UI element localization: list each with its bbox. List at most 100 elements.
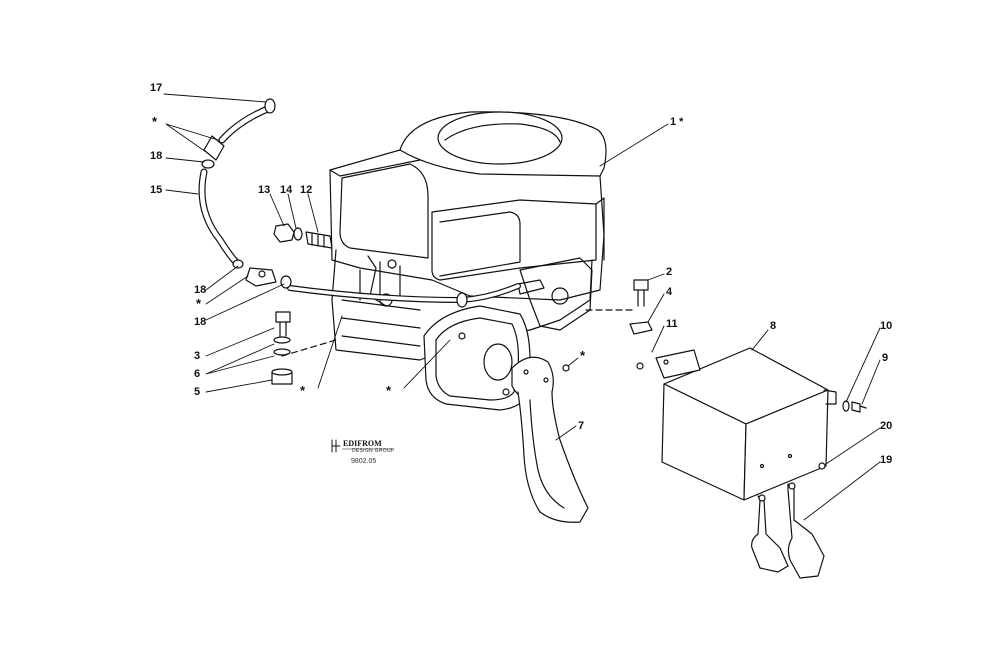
clip-left-eye	[758, 494, 766, 502]
screw-star	[562, 364, 570, 372]
cylinder-fins	[341, 299, 421, 347]
screw-11	[636, 362, 644, 370]
callout-14: 14	[280, 184, 293, 196]
shroud-top-edge	[329, 159, 421, 177]
callout-star-bottom-left: *	[300, 383, 306, 398]
fuel-pump-fitting	[517, 279, 545, 295]
leader-lines	[163, 93, 881, 521]
callout-3: 3	[194, 350, 201, 362]
engine	[287, 111, 607, 411]
callout-7: 7	[578, 420, 585, 432]
linkage-pivot	[387, 259, 397, 269]
callout-6: 6	[194, 368, 201, 380]
callout-18-mid: 18	[194, 284, 207, 296]
adapter-12	[305, 231, 333, 249]
shroud-front-panel	[339, 163, 429, 259]
throttle-linkage	[367, 255, 387, 307]
cover-bracket-hole	[663, 359, 669, 365]
hose-clamp-17	[264, 98, 276, 114]
callout-15: 15	[150, 184, 163, 196]
washer-6a	[273, 336, 291, 344]
callout-9: 9	[882, 352, 889, 364]
muffler-bolt-2	[502, 388, 510, 396]
engine-shroud	[329, 149, 605, 301]
muffler-inner	[435, 317, 519, 401]
shroud-side-block	[431, 199, 597, 281]
fuel-valve-knob	[258, 270, 266, 278]
nut-13	[273, 223, 295, 243]
hose-clamp-18-low	[280, 275, 292, 289]
fuel-hose-engine-fill	[288, 284, 520, 302]
muffler-bolt-1	[458, 332, 466, 340]
logo-tagline: DESIGN GROUP	[352, 448, 395, 454]
clip-right-eye	[788, 482, 796, 490]
callout-18-top: 18	[150, 150, 163, 162]
callout-star-screw: *	[580, 348, 586, 363]
bolt-9	[851, 401, 867, 413]
bolt-3	[275, 311, 291, 337]
hose-clamp-18-top	[201, 159, 215, 169]
hose-upper-fill	[219, 105, 273, 143]
cover-bracket-11	[655, 349, 701, 379]
nut-4	[629, 321, 653, 335]
inline-filter	[203, 135, 225, 161]
callout-18-low: 18	[194, 316, 207, 328]
bolt-2	[633, 279, 649, 307]
clip-right	[787, 483, 825, 579]
callout-11: 11	[666, 318, 678, 330]
shroud-rear	[595, 197, 605, 261]
cover-dot-1	[759, 463, 765, 469]
mount-centerline	[281, 339, 337, 357]
shroud-side-inner	[439, 211, 521, 277]
hose-15-fill	[199, 169, 239, 265]
cover-dot-2	[787, 453, 793, 459]
adapter-12-thread	[311, 233, 325, 248]
air-filter-dome	[437, 111, 563, 165]
callout-star-bottom-center: *	[386, 383, 392, 398]
callout-1: 1 *	[670, 116, 684, 128]
callout-4: 4	[666, 286, 673, 298]
cover-bracket-right	[823, 389, 837, 405]
callout-5: 5	[194, 386, 201, 398]
drawing-code: 9802.05	[351, 458, 377, 465]
air-filter-dome-inner	[444, 123, 561, 143]
block-boss	[551, 287, 569, 305]
mount-hardware	[271, 311, 337, 385]
fittings-12-14	[273, 223, 333, 249]
muffler-outlet	[483, 343, 513, 381]
cover-8	[636, 347, 867, 501]
screw-20	[818, 462, 826, 470]
washer-14	[293, 227, 303, 241]
clip-left	[751, 495, 789, 573]
deflector-inner	[529, 399, 565, 509]
callout-20: 20	[880, 420, 893, 432]
muffler	[423, 305, 531, 411]
bolt-2-assembly	[585, 279, 653, 335]
deflector-hole-1	[523, 369, 529, 375]
nut-5-top	[271, 368, 293, 376]
callout-10: 10	[880, 320, 893, 332]
callout-19: 19	[880, 454, 893, 466]
hose-clamp-18-mid	[232, 259, 244, 269]
exhaust-deflector	[511, 356, 589, 523]
cover-side	[743, 389, 829, 501]
callout-star-mid: *	[196, 296, 202, 311]
logo-brand: EDIFROM	[343, 439, 382, 448]
deflector-hole-2	[543, 377, 549, 383]
wire-clips-19	[751, 482, 825, 579]
fuel-filter-engine	[456, 292, 468, 308]
callout-13: 13	[258, 184, 271, 196]
fuel-line-left	[198, 98, 292, 289]
block-right	[519, 257, 593, 331]
edifrom-logo-mark	[331, 439, 393, 453]
washer-6b	[273, 348, 291, 356]
callout-12: 12	[300, 184, 313, 196]
callout-8: 8	[770, 320, 777, 332]
callout-2: 2	[666, 266, 673, 278]
callout-star-hose: *	[152, 114, 158, 129]
deflector-body	[517, 391, 589, 523]
washer-10	[842, 400, 850, 412]
callout-17: 17	[150, 82, 163, 94]
